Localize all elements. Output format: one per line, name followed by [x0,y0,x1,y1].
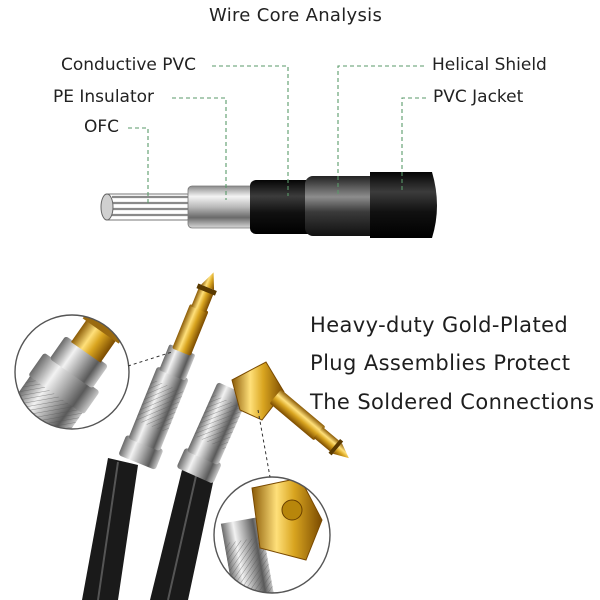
right-angle-plug [150,361,349,600]
zoom-connector-right-angle [257,409,271,478]
diagram-title: Wire Core Analysis [209,5,383,26]
label-conductive-pvc: Conductive PVC [61,55,197,75]
conductive-pvc-layer [250,180,320,234]
cable-cross-section [100,172,437,238]
label-helical-shield: Helical Shield [432,55,547,75]
label-pvc-jacket: PVC Jacket [433,87,524,107]
leader-lines [128,65,426,203]
leader-pe-insulator [172,97,227,200]
straight-plug-cable [82,458,138,600]
label-ofc: OFC [84,117,120,137]
zoom-connector-straight [127,351,173,367]
pvc-jacket-layer [370,172,437,238]
leader-pvc-jacket [401,97,426,192]
leader-helical-shield [337,65,424,194]
straight-plug [82,272,217,600]
label-pe-insulator: PE Insulator [53,87,155,107]
zoom-circle-straight [14,314,130,430]
ofc-conductor [100,193,191,221]
zoom-circle-right-angle [213,476,331,594]
tagline-line-3: The Soldered Connections [310,390,595,414]
tagline-line-1: Heavy-duty Gold-Plated [310,313,569,337]
leader-conductive-pvc [212,65,289,196]
leader-ofc [128,127,149,203]
tagline-line-2: Plug Assemblies Protect [310,351,571,375]
helical-shield-layer [305,176,385,236]
